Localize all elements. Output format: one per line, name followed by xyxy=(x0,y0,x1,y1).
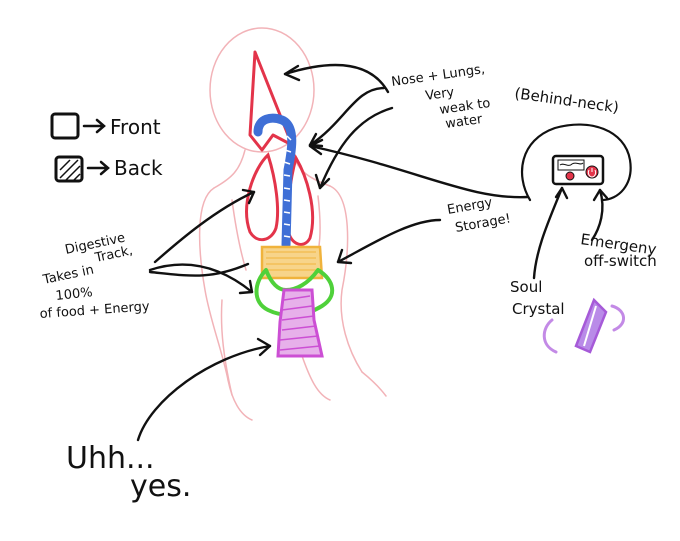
svg-text:Nose + Lungs,: Nose + Lungs, xyxy=(390,62,485,90)
soul-crystal-slot-icon xyxy=(566,172,574,180)
legend: Front Back xyxy=(52,114,163,181)
svg-text:Takes in: Takes in xyxy=(41,263,96,289)
legend-front-label: Front xyxy=(110,115,161,139)
yes-label: yes. xyxy=(130,469,191,504)
svg-text:100%: 100% xyxy=(55,285,94,304)
legend-back-hatch xyxy=(60,160,80,180)
arrow-to-nose xyxy=(285,65,388,92)
arrow-to-energy-storage xyxy=(338,220,440,262)
legend-front-swatch xyxy=(52,114,78,138)
svg-text:off-switch: off-switch xyxy=(584,252,657,270)
legend-front-arrow xyxy=(84,120,104,132)
legend-back-label: Back xyxy=(114,156,163,180)
behind-neck-label: (Behind-neck) xyxy=(513,84,619,116)
crystal-glow-left xyxy=(544,320,556,352)
digestive-organ xyxy=(278,290,322,356)
arrow-to-crystal-slot xyxy=(534,188,562,278)
behind-neck-bubble xyxy=(522,125,631,200)
digestive-label: Digestive Track, Takes in 100% of food +… xyxy=(39,231,150,322)
nose-lungs-label: Nose + Lungs, Very weak to water xyxy=(390,62,491,132)
emergency-label: Emergeny off-switch xyxy=(579,230,657,270)
soul-crystal-label: Soul Crystal xyxy=(510,278,565,318)
arrow-to-lungs xyxy=(320,108,392,188)
arrows xyxy=(138,65,607,440)
arrow-behind-neck xyxy=(310,146,528,197)
arrow-to-digestive-block xyxy=(138,346,270,440)
energy-storage-label: Energy Storage! xyxy=(446,195,512,236)
svg-text:Soul: Soul xyxy=(510,278,542,296)
crystal-glow-right xyxy=(612,306,624,330)
svg-text:Crystal: Crystal xyxy=(512,300,565,318)
body-sketch xyxy=(200,28,386,420)
legend-back-arrow xyxy=(88,162,108,174)
